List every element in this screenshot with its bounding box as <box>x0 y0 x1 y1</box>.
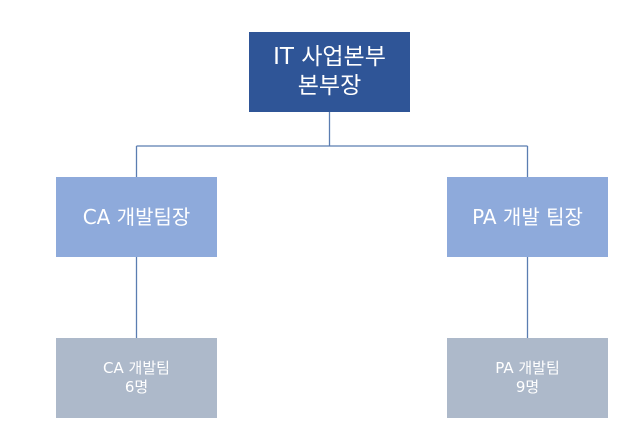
team-node-ca-name: CA 개발팀 <box>103 358 170 377</box>
team-node-ca: CA 개발팀 6명 <box>56 338 217 418</box>
root-node-line2: 본부장 <box>297 73 362 99</box>
team-node-pa-name: PA 개발팀 <box>495 358 560 377</box>
root-node-line1: IT 사업본부 <box>273 44 386 71</box>
manager-node-ca-label: CA 개발팀장 <box>82 204 191 229</box>
team-node-ca-headcount: 6명 <box>124 378 149 396</box>
team-node-pa: PA 개발팀 9명 <box>447 338 608 418</box>
manager-node-pa-label: PA 개발 팀장 <box>472 204 583 229</box>
team-node-pa-headcount: 9명 <box>515 378 540 396</box>
manager-node-pa: PA 개발 팀장 <box>447 177 608 257</box>
root-node-it-division-head: IT 사업본부 본부장 <box>249 32 410 112</box>
manager-node-ca: CA 개발팀장 <box>56 177 217 257</box>
